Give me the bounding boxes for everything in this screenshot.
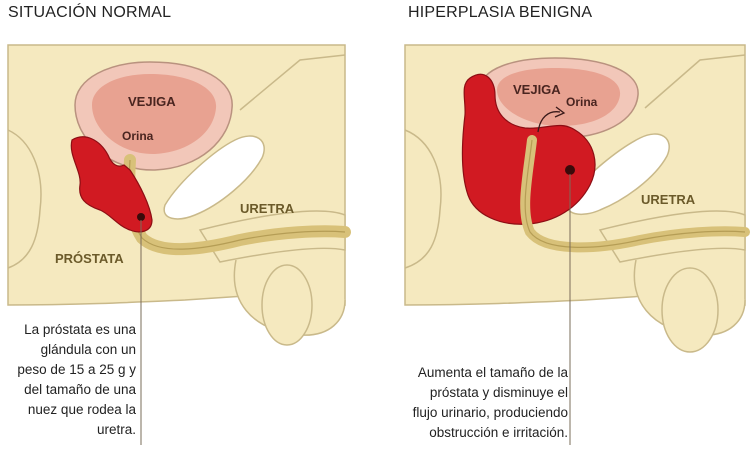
panel-title-normal: SITUACIÓN NORMAL xyxy=(8,4,172,21)
testicle-left xyxy=(261,264,313,346)
flow-arrow-right xyxy=(537,111,561,133)
spine-right xyxy=(404,129,442,269)
caption-normal: La próstata es una glándula con un peso … xyxy=(8,320,136,440)
caption-line: peso de 15 a 25 g y xyxy=(17,362,136,377)
pubic-bone-right xyxy=(566,133,670,216)
prostate-left xyxy=(70,136,153,233)
label-vejiga-right: VEJIGA xyxy=(513,82,561,97)
label-prostata-left: PRÓSTATA xyxy=(55,251,124,266)
label-orina-right: Orina xyxy=(566,95,598,109)
caption-line: flujo urinario, produciendo xyxy=(412,405,568,420)
caption-line: Aumenta el tamaño de la xyxy=(417,365,568,380)
caption-hyperplasia: Aumenta el tamaño de la próstata y dismi… xyxy=(382,363,568,443)
bladder-inner-right xyxy=(497,68,621,126)
caption-line: La próstata es una xyxy=(24,322,136,337)
caption-line: próstata y disminuye el xyxy=(429,385,568,400)
caption-line: nuez que rodea la xyxy=(27,402,136,417)
pubic-bone-left xyxy=(163,135,265,220)
ejaculatory-duct-left xyxy=(137,213,145,221)
spine-left xyxy=(7,129,42,269)
label-uretra-right: URETRA xyxy=(641,192,696,207)
ejaculatory-duct-right xyxy=(565,165,575,175)
caption-line: del tamaño de una xyxy=(24,382,136,397)
bladder-inner-left xyxy=(92,74,217,155)
panel-title-hyperplasia: HIPERPLASIA BENIGNA xyxy=(408,4,593,21)
caption-line: glándula con un xyxy=(40,342,136,357)
label-vejiga-left: VEJIGA xyxy=(128,94,176,109)
caption-line: obstrucción e irritación. xyxy=(429,425,568,440)
label-uretra-left: URETRA xyxy=(240,201,295,216)
label-orina-left: Orina xyxy=(122,129,154,143)
caption-line: uretra. xyxy=(96,422,136,437)
testicle-right xyxy=(661,267,719,353)
